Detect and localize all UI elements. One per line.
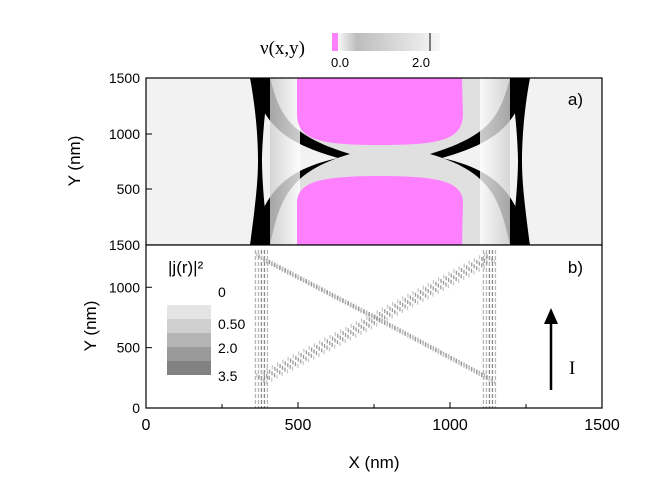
legend-level-label: 3.5 (218, 368, 238, 384)
legend-swatch (167, 347, 211, 361)
current-legend-title: |j(r)|² (168, 258, 204, 277)
panel-b-y-ticks: 0 500 1000 (109, 279, 152, 416)
x-tick-label: 1500 (584, 417, 620, 434)
depleted-region-bottom (297, 176, 463, 245)
y-tick-label: 500 (117, 340, 141, 356)
y-tick-label: 0 (132, 400, 140, 416)
y-tick-label: 500 (117, 181, 141, 197)
x-tick-label: 0 (142, 417, 151, 434)
depleted-region-top (297, 78, 463, 145)
panel-b-label: b) (568, 258, 583, 277)
panel-b-y-axis-label: Y (nm) (81, 301, 100, 352)
legend-level-label: 0.50 (218, 316, 245, 332)
y-tick-label: 1000 (109, 279, 140, 295)
legend-level-label: 0 (218, 284, 226, 300)
strip-edge-right (510, 78, 530, 245)
current-legend: |j(r)|² 0 0.50 2.0 3.5 (167, 258, 245, 384)
x-tick-label: 500 (285, 417, 312, 434)
colorbar-tick-0: 0.0 (331, 55, 349, 70)
x-tick-label: 1000 (432, 417, 468, 434)
current-arrow-head (544, 308, 558, 324)
legend-swatch (167, 319, 211, 333)
panel-a-y-ticks: 1500 1000 500 1500 (109, 70, 152, 253)
panel-b: b) |j(r)|² 0 0.50 2.0 3.5 I 0 500 1000 0 500 10… (81, 244, 620, 472)
panel-b-x-ticks: 0 500 1000 1500 (142, 402, 620, 434)
y-tick-label: 1000 (109, 126, 140, 142)
current-density-arrows (254, 250, 497, 408)
legend-swatch (167, 333, 211, 347)
panel-b-x-axis-label: X (nm) (349, 453, 400, 472)
y-tick-label: 1500 (109, 70, 140, 86)
colorbar-gradient (336, 33, 440, 51)
panel-b-background (146, 245, 602, 408)
panel-a-label: a) (568, 90, 583, 109)
colorbar-label: ν(x,y) (260, 38, 305, 59)
legend-swatch (167, 305, 211, 319)
colorbar: ν(x,y) 0.0 2.0 (260, 33, 440, 70)
current-label: I (569, 358, 575, 379)
panel-a: a) 1500 1000 500 1500 Y (nm) (65, 70, 603, 253)
y-tick-label: 1500 (109, 237, 140, 253)
legend-swatches: 0 0.50 2.0 3.5 (167, 284, 245, 384)
legend-swatch (167, 361, 211, 375)
current-arrow: I (544, 308, 575, 390)
colorbar-low-swatch (332, 33, 338, 51)
colorbar-tick-1: 2.0 (412, 55, 430, 70)
panel-a-map (250, 78, 530, 245)
legend-level-label: 2.0 (218, 340, 238, 356)
halo-shade-right (480, 78, 510, 245)
strip-edge-left (250, 78, 270, 245)
panel-a-y-axis-label: Y (nm) (65, 136, 84, 187)
halo-shade-left (270, 78, 300, 245)
